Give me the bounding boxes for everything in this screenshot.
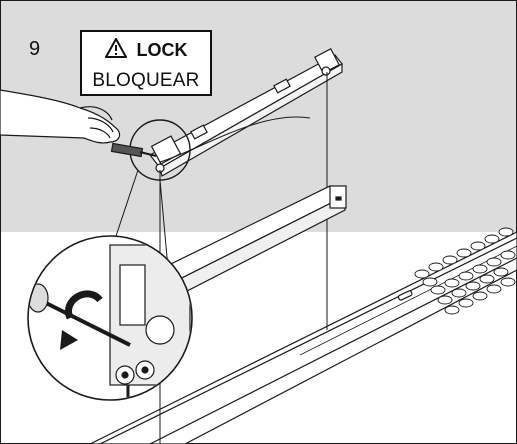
fixture-slot [397, 290, 413, 301]
detail-circle-large [27, 235, 193, 401]
step-number: 9 [29, 38, 41, 60]
warning-triangle-icon [103, 36, 128, 63]
led-grid [414, 227, 516, 315]
warning-label-en: LOCK [136, 40, 188, 60]
warning-label-es: BLOQUEAR [92, 70, 200, 91]
lock-warning-box: LOCK BLOQUEAR [80, 30, 212, 96]
warning-title-row: LOCK [82, 36, 210, 63]
led-panel-fixture [89, 227, 517, 444]
hand-with-screwdriver [0, 89, 157, 158]
mounting-rail [149, 48, 343, 177]
rotation-arrow-icon [65, 290, 103, 320]
rotation-arrowhead-icon [60, 330, 78, 350]
